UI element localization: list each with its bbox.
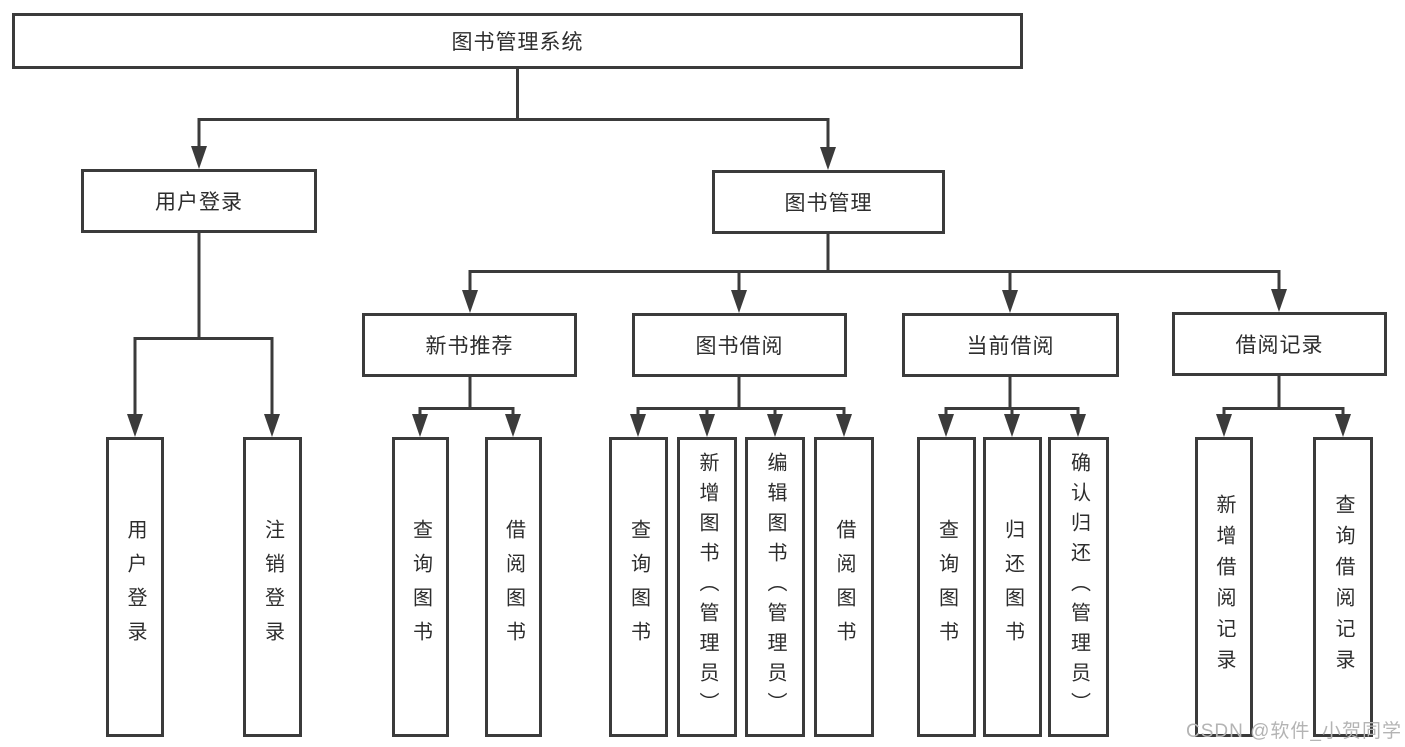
leaf-current-query-books-label: 查询图书 <box>935 519 958 655</box>
leaf-current-query-books: 查询图书 <box>917 437 976 737</box>
node-book-management-label: 图书管理 <box>784 192 873 215</box>
leaf-logout: 注销登录 <box>243 437 302 737</box>
leaf-add-books-admin-label: 新增图书（管理员） <box>696 452 718 722</box>
leaf-user-login: 用户登录 <box>106 437 164 737</box>
leaf-add-borrow-record-label: 新增借阅记录 <box>1213 494 1235 680</box>
leaf-recommend-borrow-books: 借阅图书 <box>485 437 542 737</box>
leaf-add-books-admin: 新增图书（管理员） <box>677 437 737 737</box>
leaf-edit-books-admin: 编辑图书（管理员） <box>745 437 805 737</box>
node-new-book-recommend-label: 新书推荐 <box>425 335 514 358</box>
node-new-book-recommend: 新书推荐 <box>362 313 577 377</box>
leaf-borrowing-query-books: 查询图书 <box>609 437 668 737</box>
node-book-borrowing-label: 图书借阅 <box>695 335 784 358</box>
node-user-login-label: 用户登录 <box>155 191 243 214</box>
leaf-recommend-query-books: 查询图书 <box>392 437 449 737</box>
node-current-borrowing-label: 当前借阅 <box>966 335 1055 358</box>
leaf-user-login-label: 用户登录 <box>124 519 146 655</box>
leaf-return-books-label: 归还图书 <box>1001 519 1024 655</box>
node-borrowing-records-label: 借阅记录 <box>1235 334 1324 357</box>
leaf-return-books: 归还图书 <box>983 437 1042 737</box>
arrowheads <box>127 146 1351 437</box>
leaf-borrowing-borrow-books-label: 借阅图书 <box>833 519 855 655</box>
leaf-add-borrow-record: 新增借阅记录 <box>1195 437 1253 737</box>
node-borrowing-records: 借阅记录 <box>1172 312 1387 376</box>
leaf-query-borrow-record: 查询借阅记录 <box>1313 437 1373 737</box>
leaf-borrowing-borrow-books: 借阅图书 <box>814 437 874 737</box>
leaf-edit-books-admin-label: 编辑图书（管理员） <box>764 452 786 722</box>
leaf-recommend-borrow-books-label: 借阅图书 <box>502 519 525 655</box>
leaf-logout-label: 注销登录 <box>261 519 284 655</box>
leaf-query-borrow-record-label: 查询借阅记录 <box>1332 494 1354 680</box>
leaf-confirm-return-admin-label: 确认归还（管理员） <box>1067 452 1090 722</box>
node-book-borrowing: 图书借阅 <box>632 313 847 377</box>
watermark: CSDN @软件_小贺同学 <box>1186 721 1402 742</box>
node-book-management: 图书管理 <box>712 170 945 234</box>
node-library-system-label: 图书管理系统 <box>451 31 584 54</box>
node-user-login: 用户登录 <box>81 169 317 233</box>
leaf-borrowing-query-books-label: 查询图书 <box>627 519 650 655</box>
node-current-borrowing: 当前借阅 <box>902 313 1119 377</box>
leaf-recommend-query-books-label: 查询图书 <box>409 519 432 655</box>
node-library-system: 图书管理系统 <box>12 13 1023 69</box>
leaf-confirm-return-admin: 确认归还（管理员） <box>1048 437 1109 737</box>
